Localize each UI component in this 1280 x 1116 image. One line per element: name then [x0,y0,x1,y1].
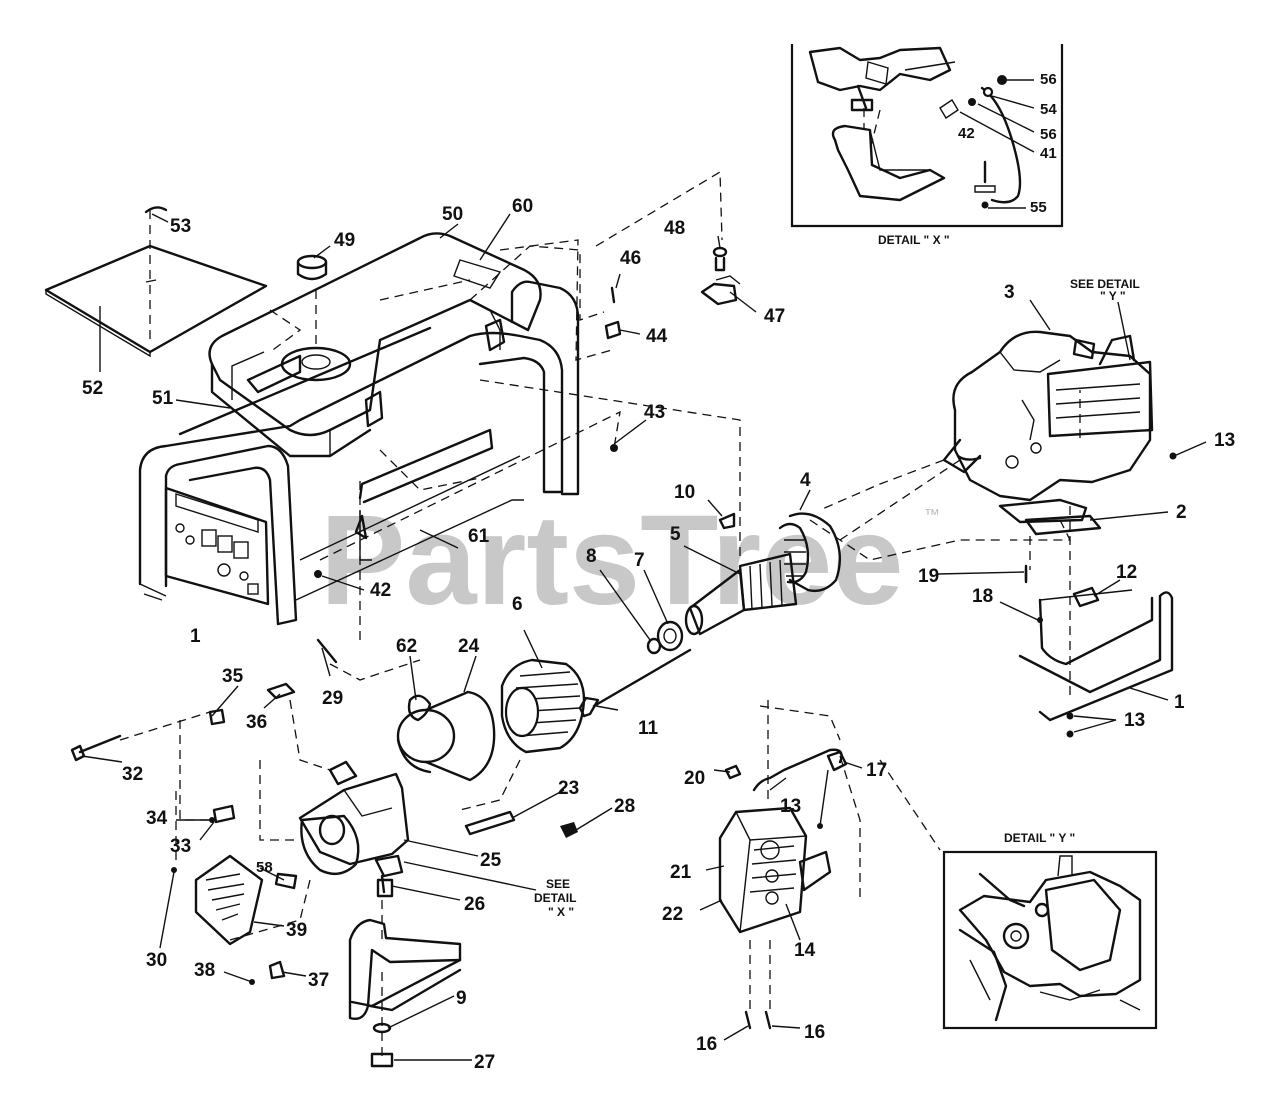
callout-13-control: 13 [780,796,801,817]
callout-14: 14 [794,940,816,961]
callout-28: 28 [614,796,635,817]
callout-46: 46 [620,248,641,269]
callout-42-frame: 42 [370,580,391,601]
alternator-assembly [500,512,1028,754]
callout-26: 26 [464,894,485,915]
fuel-tank-assembly [44,206,542,458]
callout-4: 4 [800,470,811,491]
callout-54: 54 [1040,101,1057,118]
callout-19: 19 [918,566,939,587]
callout-27: 27 [474,1052,495,1073]
callout-53: 53 [170,216,191,237]
see-detail-x-line2: DETAIL [534,891,576,905]
callout-61: 61 [468,526,490,547]
assembly-leader-lines [119,170,1000,941]
callout-7: 7 [634,550,645,571]
detail-x-title: DETAIL " X " [878,233,950,247]
callout-5: 5 [670,524,681,545]
rear-housing-assembly [70,638,578,1068]
callout-56-top: 56 [1040,71,1057,88]
callout-41: 41 [1040,145,1057,162]
trademark-symbol: ™ [924,507,940,524]
see-detail-y-line1: SEE DETAIL [1070,277,1140,291]
callout-leaders [81,213,1207,1061]
callout-49: 49 [334,230,355,251]
watermark-text: PartsTree [320,489,904,632]
callout-12: 12 [1116,562,1137,583]
callout-18: 18 [972,586,993,607]
callout-1-frame-right: 1 [1174,692,1185,713]
callout-39: 39 [286,920,307,941]
callout-21: 21 [670,862,692,883]
fuel-valve-parts [209,246,741,823]
callout-24: 24 [458,636,480,657]
callout-48: 48 [664,218,685,239]
callout-34: 34 [146,808,168,829]
callout-13-frame-right: 13 [1124,710,1145,731]
detail-x-inset [790,44,1064,228]
callout-20: 20 [684,768,705,789]
callout-30: 30 [146,950,167,971]
callout-44: 44 [646,326,668,347]
callout-11: 11 [638,718,659,739]
see-detail-y-line2: " Y " [1100,289,1126,303]
callout-38: 38 [194,960,215,981]
see-detail-x-line3: " X " [548,905,574,919]
callout-51: 51 [152,388,174,409]
callout-56-bottom: 56 [1040,126,1057,143]
callout-52: 52 [82,378,103,399]
callout-42-detail: 42 [958,125,975,142]
callout-13-engine: 13 [1214,430,1235,451]
callout-17: 17 [866,760,887,781]
callout-55: 55 [1030,199,1047,216]
callout-22: 22 [662,904,683,925]
callout-16-right: 16 [804,1022,825,1043]
callout-60: 60 [512,196,533,217]
callout-29: 29 [322,688,343,709]
detail-y-inset [942,850,1158,1030]
callout-1-frame: 1 [190,626,201,647]
callout-8: 8 [586,546,597,567]
detail-y-title: DETAIL " Y " [1004,831,1075,845]
main-frame [138,280,580,626]
callout-43: 43 [644,402,665,423]
callout-6: 6 [512,594,523,615]
callout-50: 50 [442,204,463,225]
callout-33: 33 [170,836,191,857]
callout-36: 36 [246,712,267,733]
callout-10: 10 [674,482,695,503]
callout-37: 37 [308,970,329,991]
callout-3: 3 [1004,282,1015,303]
see-detail-x-line1: SEE [546,877,570,891]
callout-25: 25 [480,850,502,871]
callout-16-left: 16 [696,1034,717,1055]
control-box-assembly [718,748,848,1030]
callout-35: 35 [222,666,244,687]
callout-32: 32 [122,764,143,785]
callout-2: 2 [1176,502,1187,523]
callout-23: 23 [558,778,579,799]
callout-62: 62 [396,636,417,657]
engine-assembly [819,330,1177,738]
callout-47: 47 [764,306,785,327]
callout-9: 9 [456,988,467,1009]
callout-58: 58 [256,859,273,876]
